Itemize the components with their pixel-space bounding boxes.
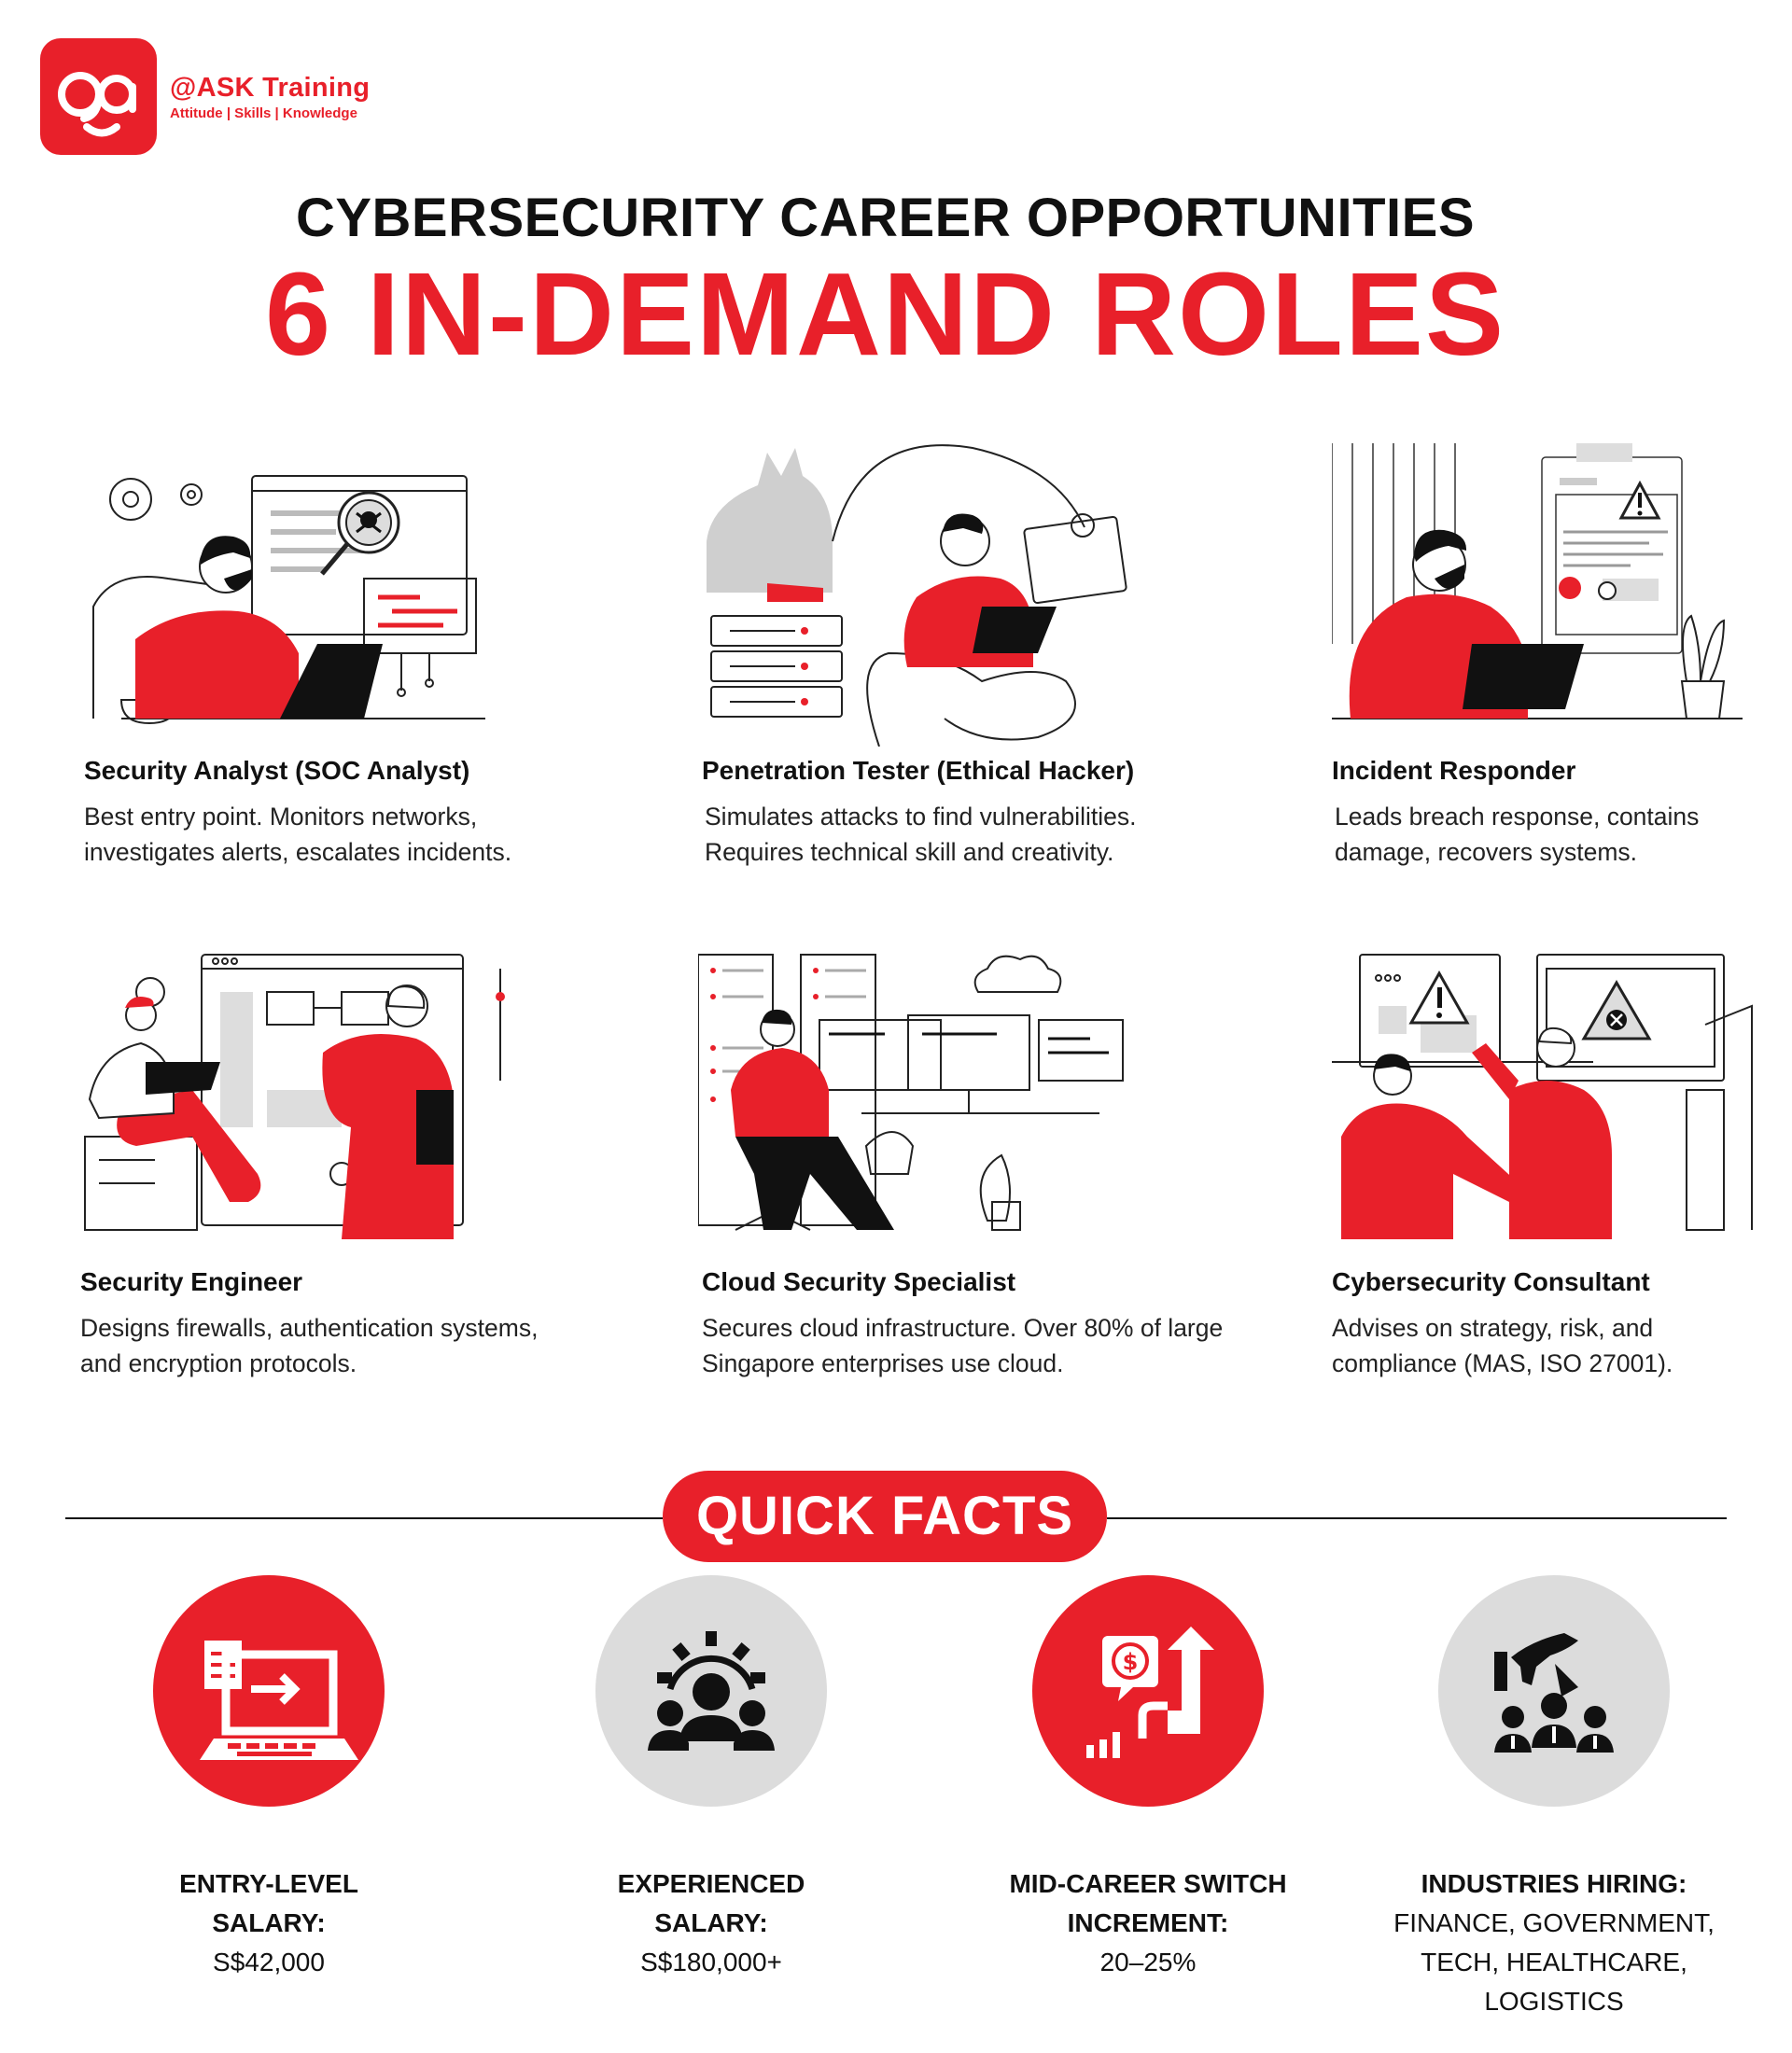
fact-value: S$180,000+	[640, 1948, 782, 1976]
security-analyst-illustration	[92, 475, 485, 725]
role-title: Security Engineer	[80, 1267, 303, 1296]
divider-left	[65, 1517, 663, 1519]
svg-text:$: $	[1123, 1649, 1139, 1675]
role-card-cybersecurity-consultant: Cybersecurity Consultant Advises on stra…	[1332, 950, 1792, 1389]
brand-name: @ASK Training	[170, 72, 371, 103]
money-growth-icon: $	[1032, 1575, 1264, 1807]
security-engineer-illustration	[84, 954, 505, 1239]
role-description: Designs firewalls, authentication system…	[80, 1314, 539, 1377]
laptop-transfer-icon	[153, 1575, 385, 1807]
brand-logo: @ASK Training Attitude | Skills | Knowle…	[40, 38, 370, 155]
cybersecurity-consultant-illustration	[1332, 954, 1753, 1239]
brand-tagline: Attitude | Skills | Knowledge	[170, 105, 357, 121]
role-description: Secures cloud infrastructure. Over 80% o…	[702, 1314, 1224, 1377]
role-card-security-engineer: Security Engineer Designs firewalls, aut…	[80, 950, 566, 1389]
team-gear-icon	[595, 1575, 827, 1807]
cloud-security-illustration	[698, 954, 1124, 1231]
fact-label-line: ENTRY-LEVEL	[179, 1869, 358, 1898]
logo-mark-icon	[40, 38, 157, 155]
page-headline: 6 IN-DEMAND ROLES	[264, 248, 1506, 380]
incident-responder-illustration	[1332, 443, 1743, 719]
hiring-hand-icon	[1438, 1575, 1670, 1807]
role-description: Leads breach response, contains damage, …	[1335, 803, 1700, 866]
fact-label-line: INCREMENT:	[1067, 1908, 1229, 1937]
fact-experienced-salary: EXPERIENCED SALARY: S$180,000+	[543, 1575, 879, 1982]
fact-entry-level-salary: ENTRY-LEVEL SALARY: S$42,000	[101, 1575, 437, 1982]
divider-right	[1107, 1517, 1727, 1519]
role-title: Cloud Security Specialist	[702, 1267, 1016, 1296]
quick-facts-heading: QUICK FACTS	[663, 1471, 1107, 1562]
fact-industries-hiring: INDUSTRIES HIRING: FINANCE, GOVERNMENT, …	[1386, 1575, 1722, 2021]
role-description: Simulates attacks to find vulnerabilitie…	[705, 803, 1137, 866]
fact-label-line: SALARY:	[654, 1908, 768, 1937]
fact-label-line: EXPERIENCED	[617, 1869, 805, 1898]
fact-mid-career-increment: $ MID-CAREER SWITCH INCREMENT: 20–25%	[980, 1575, 1316, 1982]
role-card-cloud-security-specialist: Cloud Security Specialist Secures cloud …	[698, 950, 1223, 1389]
fact-value: S$42,000	[213, 1948, 325, 1976]
fact-label-line: SALARY:	[212, 1908, 326, 1937]
role-card-penetration-tester: Penetration Tester (Ethical Hacker) Simu…	[702, 439, 1187, 877]
role-card-incident-responder: Incident Responder Leads breach response…	[1332, 439, 1792, 877]
penetration-tester-illustration	[707, 444, 1127, 747]
role-description: Advises on strategy, risk, and complianc…	[1332, 1314, 1673, 1377]
role-title: Security Analyst (SOC Analyst)	[84, 756, 470, 785]
role-title: Incident Responder	[1332, 756, 1576, 785]
page-title: CYBERSECURITY CAREER OPPORTUNITIES	[295, 188, 1476, 248]
role-title: Cybersecurity Consultant	[1332, 1267, 1650, 1296]
role-card-security-analyst: Security Analyst (SOC Analyst) Best entr…	[84, 439, 569, 877]
fact-value: TECH, HEALTHCARE,	[1421, 1948, 1687, 1976]
fact-label-line: MID-CAREER SWITCH	[1009, 1869, 1287, 1898]
fact-value: 20–25%	[1099, 1948, 1197, 1976]
fact-label-line: INDUSTRIES HIRING:	[1421, 1869, 1687, 1898]
role-description: Best entry point. Monitors networks, inv…	[84, 803, 512, 866]
role-title: Penetration Tester (Ethical Hacker)	[702, 756, 1135, 785]
fact-value: FINANCE, GOVERNMENT,	[1393, 1908, 1715, 1937]
fact-value: LOGISTICS	[1484, 1987, 1624, 2016]
